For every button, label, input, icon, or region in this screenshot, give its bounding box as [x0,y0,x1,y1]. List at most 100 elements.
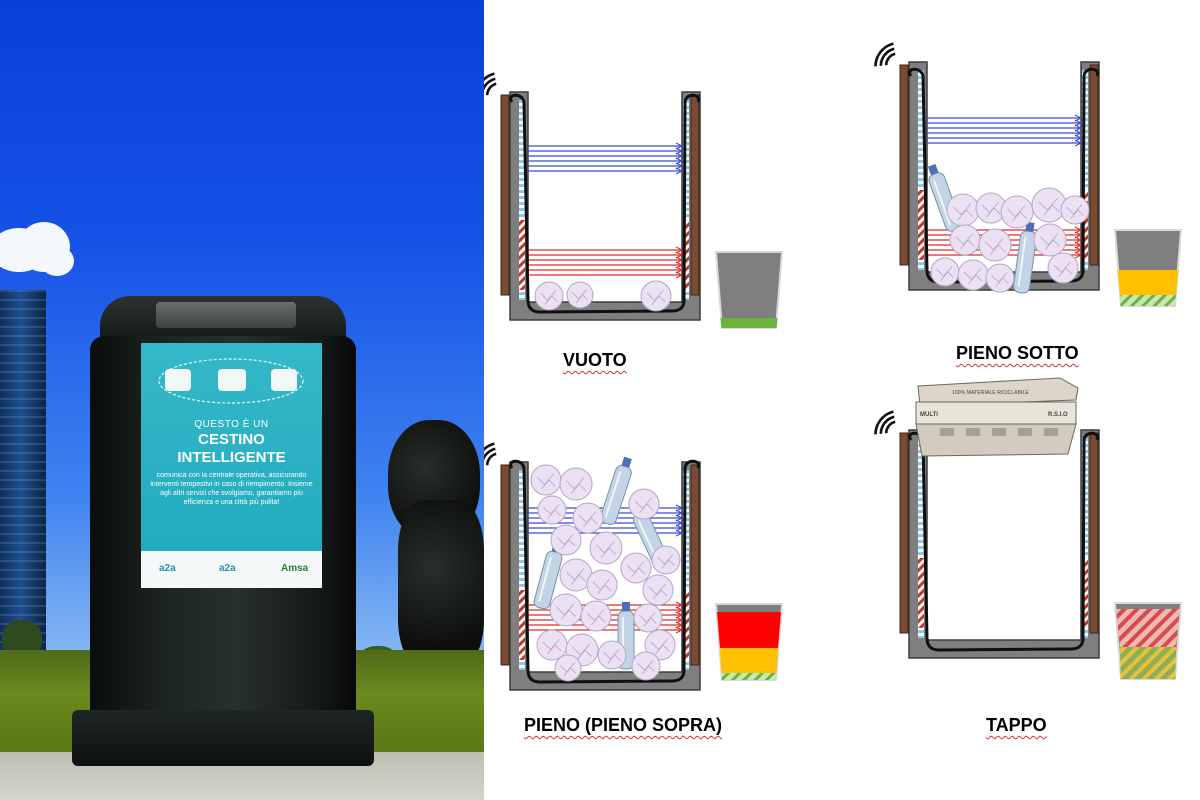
sensor-strip-left [519,100,525,300]
box-tag: MULTI [920,412,938,418]
gauge-vuoto [714,251,784,329]
paper-ball [642,574,674,606]
sensor-arrowhead [675,147,684,155]
gauge-tappo [1113,602,1183,680]
wifi-signal-icon [484,442,495,452]
monitor-pictogram-icon [218,369,246,391]
bottle-cap [622,602,630,611]
fill-gauge [714,251,784,329]
wifi-signal-icon [484,77,496,91]
paper-ball-crease [646,289,666,306]
sensor-strip-right-low [683,220,689,290]
paper-ball [1047,252,1079,284]
paper-ball-crease [953,203,973,220]
sensor-arrowhead [1074,246,1083,254]
paper-ball-crease [556,603,576,620]
sensor-arrowhead [675,621,684,629]
paper-ball [554,654,582,682]
paper-ball-crease [657,554,675,569]
box-tag: R.S.I.O [1048,412,1068,418]
box-body [915,423,1077,457]
paper-ball-crease [936,266,954,281]
paper-ball-crease [566,568,586,585]
sensor-strip-left [918,438,924,638]
sensor-strip-left-low [519,590,525,660]
wifi-signal-icon [485,82,497,96]
sensor-arrowhead [675,142,684,150]
paper-ball [930,257,960,287]
paper-ball-crease [543,504,561,519]
paper-ball-crease [571,289,589,304]
sensor-arrowhead [675,271,684,279]
trash-bag-outline [509,459,701,684]
bin-pictogram-icon [165,369,191,391]
paper-ball-crease [637,660,655,675]
fill-gauge-level [717,612,781,648]
sensor-arrowhead [1074,129,1083,137]
paper-ball [1033,223,1067,257]
box-cutout [992,428,1006,436]
sensor-arrowhead [675,152,684,160]
bottle-highlight [1017,236,1027,287]
panel-pieno-sopra [484,442,701,691]
paper-ball-crease [650,638,670,655]
paper-ball-crease [578,511,598,528]
trash-bag-outline [908,431,1100,652]
sensor-arrowhead [675,626,684,634]
sensor-column-left [500,464,510,666]
cycle-arrow [158,358,304,404]
box-cutout [1044,428,1058,436]
sensor-column-right [690,94,700,296]
fill-gauge-level [1117,270,1179,295]
sensor-arrowhead [1074,124,1083,132]
bottle-highlight [604,470,622,518]
bottle-highlight [933,180,952,226]
bottle-body [600,465,632,525]
wifi-signal-icon [884,420,896,434]
sensor-column-left [500,94,510,296]
sensor-arrowhead [675,509,684,517]
bin-frame [509,461,701,691]
paper-ball-crease [985,238,1005,255]
sensor-arrowhead [675,246,684,254]
sensor-strip-right [683,470,689,670]
sensor-arrowhead [1074,119,1083,127]
sensor-column-right [1089,64,1099,266]
smart-bin-photo: QUESTO È UN CESTINO INTELLIGENTE comunic… [0,0,484,800]
paper-ball-crease [572,643,592,660]
fill-gauge-level [1120,295,1176,306]
paper-ball-crease [596,541,616,558]
paper-ball-crease [559,662,577,677]
sensor-arrowhead [1074,236,1083,244]
paper-ball-crease [648,583,668,600]
amsa-logo: Amsa [281,563,309,574]
wifi-signal-icon [879,47,895,66]
paper-ball [530,464,562,496]
paper-ball-crease [963,268,983,285]
bin-frame [509,91,701,321]
sensor-arrowhead [1074,226,1083,234]
sensor-arrowhead [675,611,684,619]
fill-gauge-level [1116,609,1180,647]
trash-bag-outline [509,93,701,314]
poster-headline-1: QUESTO È UN [194,419,269,430]
box-cutout [966,428,980,436]
bin-base [72,710,374,766]
sensor-arrowhead [675,529,684,537]
wifi-signal-icon [484,72,495,82]
paper-ball [651,545,681,575]
paper-ball [949,224,981,256]
paper-ball [640,280,672,312]
paper-ball-crease [639,612,657,627]
paper-ball-crease [1038,197,1060,216]
paper-ball [572,502,604,534]
wifi-signal-icon [485,452,497,466]
paper-ball [628,488,660,520]
paper-ball-crease [626,561,646,578]
paper-ball [534,281,564,311]
wifi-signal-icon [874,410,894,435]
sensor-strip-left-low [519,220,525,290]
sensor-column-right [1089,432,1099,634]
paper-ball [586,569,618,601]
